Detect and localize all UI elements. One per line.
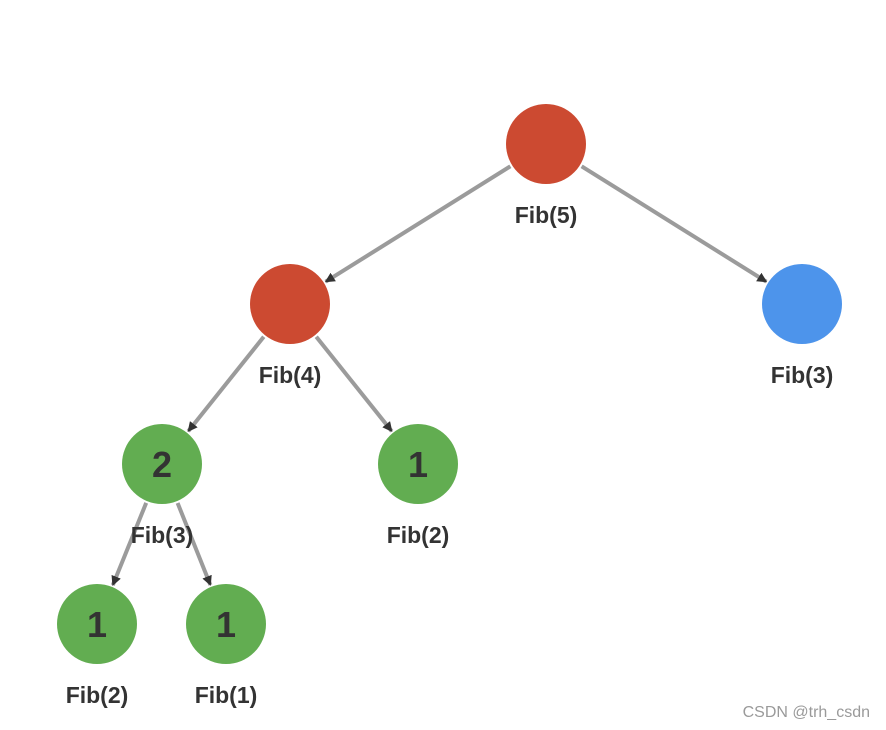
node-label-fib2-mid: Fib(2) (387, 522, 450, 548)
edge-fib4-to-fib2-mid (314, 335, 394, 433)
node-label-fib5-root: Fib(5) (515, 202, 578, 228)
edge-fib5-root-to-fib4 (324, 164, 512, 284)
node-fib4: Fib(4) (250, 264, 330, 388)
edge-fib3-left-to-fib1-leaf (175, 502, 213, 586)
node-circle-fib2-mid (378, 424, 458, 504)
node-circle-fib2-leaf (57, 584, 137, 664)
node-label-fib3-right: Fib(3) (771, 362, 834, 388)
node-value-fib1-leaf: 1 (216, 604, 236, 645)
node-circle-fib3-left (122, 424, 202, 504)
edge-fib5-root-to-fib3-right (580, 164, 768, 284)
node-fib5-root: Fib(5) (506, 104, 586, 228)
node-circle-fib5-root (506, 104, 586, 184)
edge-fib3-left-to-fib2-leaf (110, 502, 149, 587)
node-label-fib2-leaf: Fib(2) (66, 682, 129, 708)
node-label-fib3-left: Fib(3) (131, 522, 194, 548)
node-fib3-right: Fib(3) (762, 264, 842, 388)
node-label-fib4: Fib(4) (259, 362, 322, 388)
node-circle-fib3-right (762, 264, 842, 344)
edge-fib4-to-fib3-left (186, 335, 266, 433)
node-circle-fib1-leaf (186, 584, 266, 664)
node-value-fib2-mid: 1 (408, 444, 428, 485)
node-circle-fib4 (250, 264, 330, 344)
node-label-fib1-leaf: Fib(1) (195, 682, 258, 708)
node-value-fib3-left: 2 (152, 444, 172, 485)
watermark: CSDN @trh_csdn (742, 704, 870, 721)
node-value-fib2-leaf: 1 (87, 604, 107, 645)
